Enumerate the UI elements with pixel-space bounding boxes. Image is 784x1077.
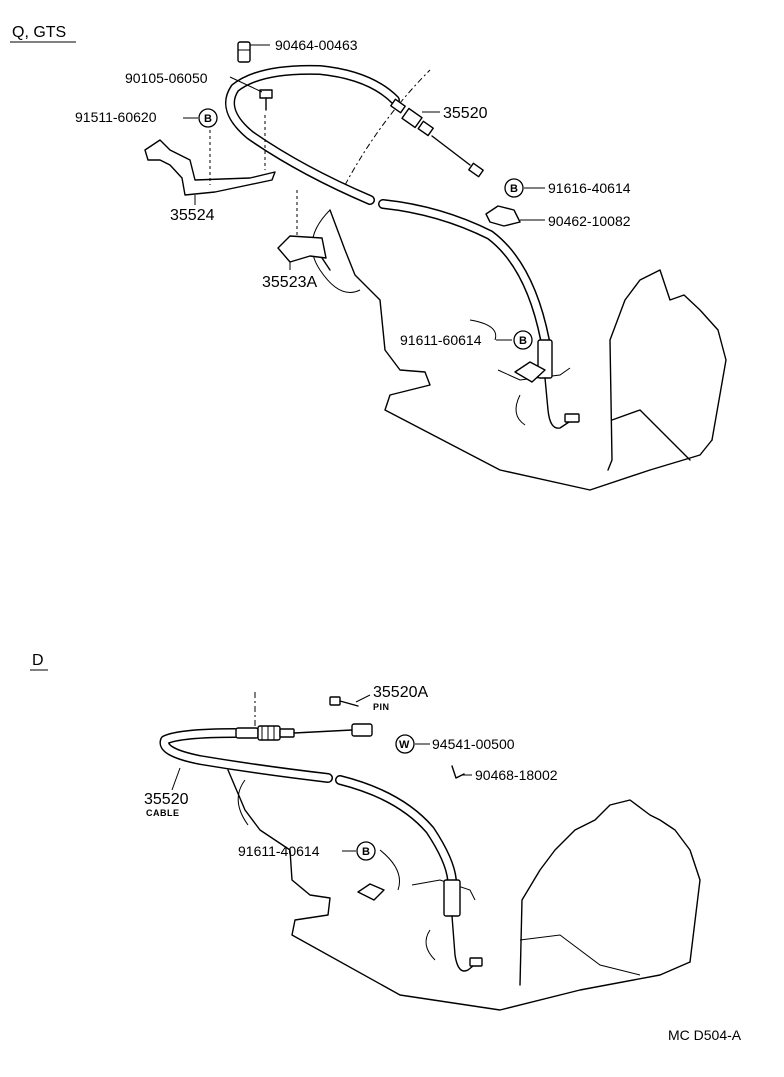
badge-b-icon bbox=[198, 108, 218, 128]
section-bottom: D bbox=[30, 652, 701, 1011]
section-top-label: Q, GTS bbox=[12, 24, 66, 41]
part-label-pin: PIN bbox=[373, 702, 390, 712]
badge-letter: W bbox=[399, 739, 410, 751]
part-number-90462-10082: 90462-10082 bbox=[548, 213, 631, 229]
clip-90462-10082 bbox=[485, 205, 545, 227]
clip-90468-18002 bbox=[451, 765, 472, 779]
part-label-cable: CABLE bbox=[146, 808, 180, 818]
part-number-91511-60620: 91511-60620 bbox=[75, 109, 157, 125]
badge-b-icon bbox=[513, 330, 533, 350]
badge-letter: B bbox=[510, 183, 518, 195]
clamp-35523A bbox=[277, 190, 331, 271]
badge-b-icon bbox=[504, 178, 524, 198]
part-number-91611-40614: 91611-40614 bbox=[238, 843, 320, 859]
part-number-91611-60614: 91611-60614 bbox=[400, 332, 482, 348]
part-number-35524: 35524 bbox=[170, 207, 215, 224]
part-number-35523A: 35523A bbox=[262, 274, 317, 291]
part-number-94541-00500: 94541-00500 bbox=[432, 736, 515, 752]
throttle-cable-bottom bbox=[159, 723, 483, 972]
part-number-35520-top: 35520 bbox=[443, 105, 488, 122]
badge-letter: B bbox=[204, 113, 212, 125]
transmission-top bbox=[311, 69, 727, 491]
mount-plate-top bbox=[514, 361, 546, 383]
part-number-35520-bottom: 35520 bbox=[144, 791, 189, 808]
bracket-35524 bbox=[144, 115, 276, 196]
fastener-90464-00463 bbox=[237, 41, 270, 63]
diagram-code: MC D504-A bbox=[668, 1027, 742, 1043]
section-top: Q, GTS bbox=[10, 24, 727, 491]
bolt-90105-06050 bbox=[229, 76, 273, 111]
badge-w-icon bbox=[395, 734, 415, 754]
part-number-90468-18002: 90468-18002 bbox=[475, 767, 558, 783]
pin-35520A bbox=[329, 696, 359, 707]
badge-letter: B bbox=[519, 335, 527, 347]
part-number-91616-40614: 91616-40614 bbox=[548, 180, 631, 196]
part-number-90105-06050: 90105-06050 bbox=[125, 70, 208, 86]
badge-b-icon bbox=[356, 841, 376, 861]
part-number-35520A: 35520A bbox=[373, 684, 428, 701]
mount-plate-bottom bbox=[357, 883, 385, 901]
transmission-bottom bbox=[227, 692, 701, 1011]
section-bottom-label: D bbox=[32, 652, 44, 669]
part-number-90464-00463: 90464-00463 bbox=[275, 37, 358, 53]
throttle-cable-top bbox=[225, 64, 580, 429]
badge-letter: B bbox=[362, 846, 370, 858]
